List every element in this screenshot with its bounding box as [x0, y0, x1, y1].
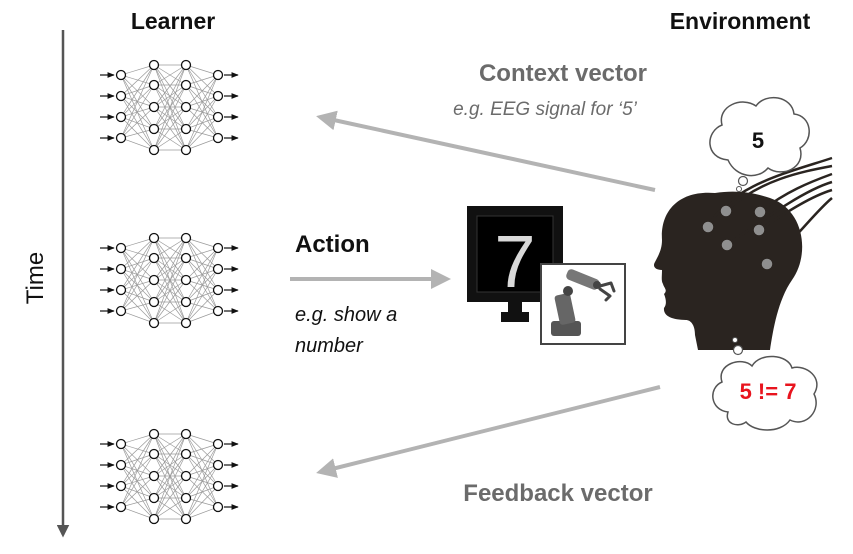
thought-cloud-icon: 5	[709, 96, 810, 192]
action-label: Action	[295, 231, 370, 258]
top-thought-text: 5	[752, 128, 764, 153]
bottom-thought-text: 5 != 7	[740, 379, 797, 404]
learner-networks	[100, 59, 239, 525]
robot-arm-icon	[540, 263, 626, 345]
context-arrow	[316, 110, 656, 192]
time-axis-label: Time	[22, 252, 49, 304]
neural-network-icon	[100, 59, 239, 156]
time-axis: Time	[22, 30, 70, 538]
context-example-label: e.g. EEG signal for ‘5’	[453, 99, 638, 120]
screen-digit: 7	[494, 220, 535, 303]
action-example-line2: number	[295, 335, 364, 357]
environment-header: Environment	[670, 8, 811, 34]
thought-cloud-icon: 5 != 7	[712, 337, 818, 431]
learner-header: Learner	[131, 8, 215, 34]
neural-network-icon	[100, 232, 239, 329]
action-example-line1: e.g. show a	[295, 304, 397, 326]
context-vector-label: Context vector	[479, 60, 647, 87]
eeg-electrode-icon	[701, 156, 833, 271]
feedback-arrow	[316, 385, 661, 478]
neural-network-icon	[100, 428, 239, 525]
feedback-vector-label: Feedback vector	[463, 480, 652, 507]
